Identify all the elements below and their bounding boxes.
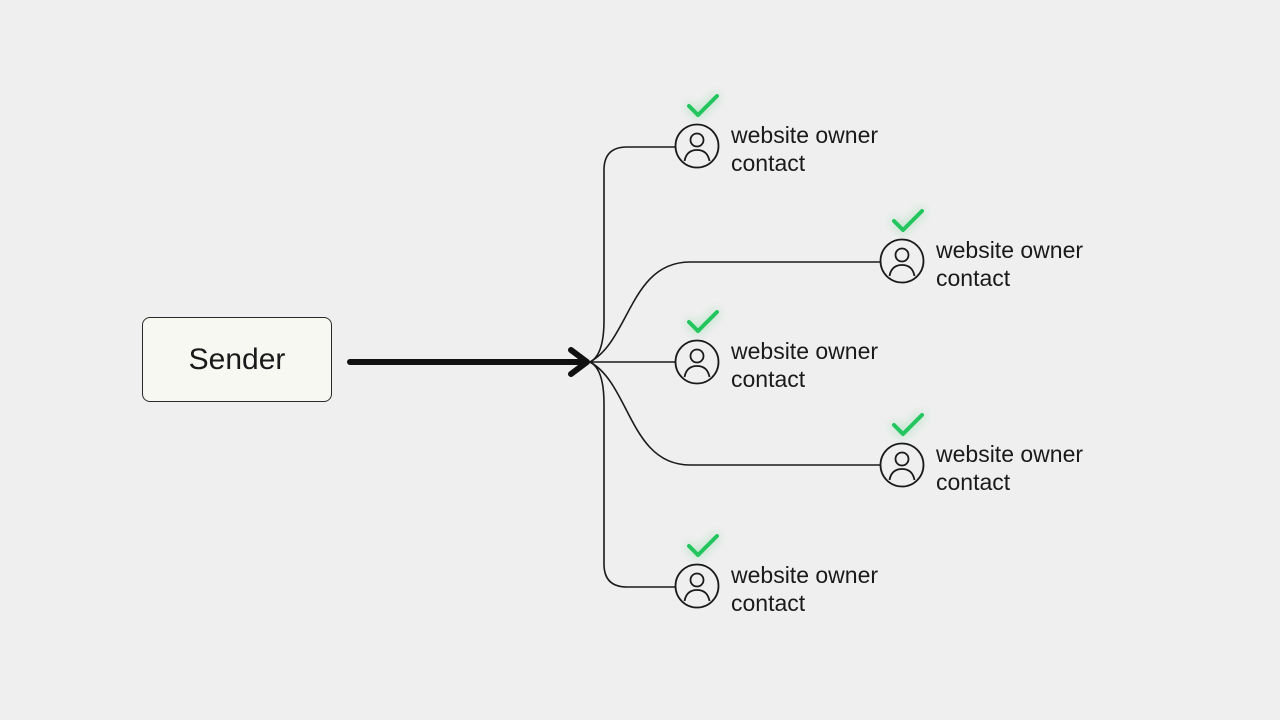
check-icon bbox=[892, 209, 924, 232]
main-arrow-head bbox=[568, 347, 590, 377]
recipient-label-line2: contact bbox=[731, 590, 806, 616]
recipient-label: website owner contact bbox=[731, 561, 921, 617]
recipient-label-line2: contact bbox=[936, 469, 1011, 495]
recipient-node: website owner contact bbox=[879, 412, 1119, 512]
recipient-label-line1: website owner bbox=[731, 562, 879, 588]
recipient-label-line1: website owner bbox=[731, 122, 879, 148]
recipient-label-line2: contact bbox=[936, 265, 1011, 291]
user-avatar-icon bbox=[879, 238, 925, 284]
recipient-label-line1: website owner bbox=[731, 338, 879, 364]
recipient-node: website owner contact bbox=[674, 309, 914, 409]
recipient-node: website owner contact bbox=[674, 533, 914, 633]
recipient-label: website owner contact bbox=[731, 337, 921, 393]
recipient-label-line1: website owner bbox=[936, 237, 1084, 263]
recipient-label: website owner contact bbox=[936, 440, 1126, 496]
recipient-node: website owner contact bbox=[674, 93, 914, 193]
user-avatar-icon bbox=[674, 563, 720, 609]
branch-line-4 bbox=[589, 361, 880, 466]
branch-line-2 bbox=[589, 261, 880, 363]
user-avatar-icon bbox=[674, 339, 720, 385]
branch-line-5 bbox=[589, 361, 675, 588]
user-avatar-icon bbox=[674, 123, 720, 169]
sender-node: Sender bbox=[142, 317, 332, 402]
recipient-label-line1: website owner bbox=[936, 441, 1084, 467]
recipient-label: website owner contact bbox=[731, 121, 921, 177]
check-icon bbox=[687, 534, 719, 557]
user-avatar-icon bbox=[879, 442, 925, 488]
check-icon bbox=[687, 94, 719, 117]
recipient-label: website owner contact bbox=[936, 236, 1126, 292]
branch-line-1 bbox=[589, 146, 675, 363]
check-icon bbox=[687, 310, 719, 333]
recipient-node: website owner contact bbox=[879, 208, 1119, 308]
recipient-label-line2: contact bbox=[731, 150, 806, 176]
check-icon bbox=[892, 413, 924, 436]
recipient-label-line2: contact bbox=[731, 366, 806, 392]
sender-label: Sender bbox=[188, 342, 286, 376]
